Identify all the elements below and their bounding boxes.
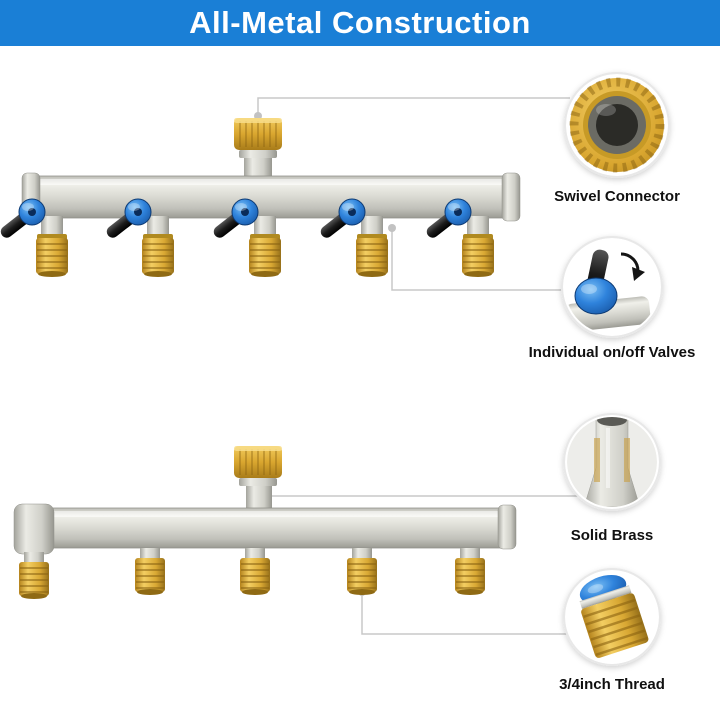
title-banner: All-Metal Construction: [0, 0, 720, 46]
rotation-arrow-icon: [620, 252, 640, 272]
manifold-with-valves-photo: [0, 117, 521, 278]
callout-circle-thread: [563, 568, 661, 666]
knurled-ring: [569, 77, 665, 173]
connector-bore: [596, 104, 638, 146]
valve-knob: [574, 277, 618, 315]
leader-lines: [257, 97, 578, 635]
callout-label-swivel-connector: Swivel Connector: [554, 188, 680, 205]
callout-circle-solid-brass: [563, 413, 661, 511]
hose-outlets: [18, 547, 486, 600]
hose-outlets: [35, 215, 495, 278]
callout-circle-valves: [561, 236, 663, 338]
inlet-neck: [244, 158, 272, 180]
leader-line-swivel: [257, 97, 570, 116]
callout-circle-swivel-connector: [564, 72, 670, 178]
manifold-plain-photo: [13, 445, 517, 600]
callout-label-solid-brass: Solid Brass: [570, 527, 654, 544]
callout-label-on-off-valves: Individual on/off Valves: [528, 344, 696, 361]
callout-label-thread: 3/4inch Thread: [559, 676, 665, 693]
swivel-connector-cap: [233, 117, 283, 159]
banner-title: All-Metal Construction: [189, 5, 531, 40]
leader-line-valves: [391, 228, 564, 291]
elbow-end: [13, 503, 55, 555]
leader-line-thread: [361, 592, 568, 635]
swivel-connector-cap: [233, 445, 283, 487]
